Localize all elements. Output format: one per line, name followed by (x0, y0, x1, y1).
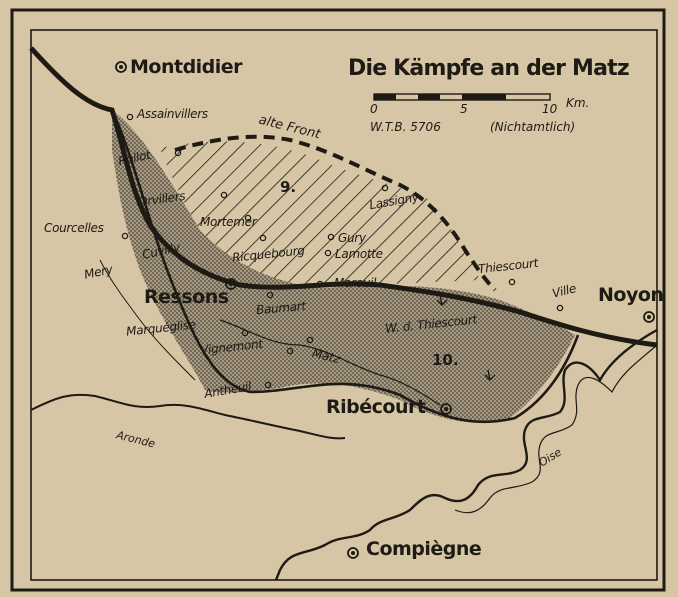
village-mareuil: Mareuil (334, 276, 377, 290)
hatched-region (160, 141, 480, 288)
village-markers (121, 113, 564, 389)
scale-bar (373, 93, 551, 101)
aronde-river (30, 393, 346, 440)
town-ressons: Ressons (144, 286, 229, 308)
army-9-label: 9. (280, 178, 297, 196)
town-montdidier: Montdidier (130, 56, 243, 78)
town-markers (115, 61, 655, 559)
village-assainvillers: Assainvillers (137, 107, 208, 121)
scale-tick-0: 0 (370, 102, 378, 116)
matz-river (219, 319, 441, 406)
town-noyon: Noyon (598, 284, 664, 306)
scale-tick-5: 5 (460, 102, 468, 116)
inner-border (30, 29, 658, 581)
creek-west (99, 259, 196, 381)
scale-tick-10: 10 (542, 102, 558, 116)
oise-river-inner (454, 344, 658, 514)
map-title: Die Kämpfe an der Matz (348, 56, 630, 81)
old-front-line (174, 134, 497, 292)
map-code: W.T.B. 5706 (370, 120, 441, 134)
matz-front-edge (110, 109, 580, 424)
village-courcelles: Courcelles (44, 221, 104, 235)
outer-border (10, 8, 666, 592)
scale-unit: Km. (566, 96, 590, 110)
village-mortemer: Mortemer (200, 215, 257, 229)
map-note: (Nichtamtlich) (490, 120, 576, 134)
village-lamotte: Lamotte (335, 247, 383, 261)
army-10-label: 10. (432, 351, 459, 369)
attack-arrows (436, 294, 496, 381)
stippled-region (112, 110, 575, 423)
oise-river (274, 328, 658, 581)
village-gury: Gury (338, 231, 366, 245)
town-ribecourt: Ribécourt (326, 396, 426, 418)
town-compiegne: Compiègne (366, 538, 482, 560)
